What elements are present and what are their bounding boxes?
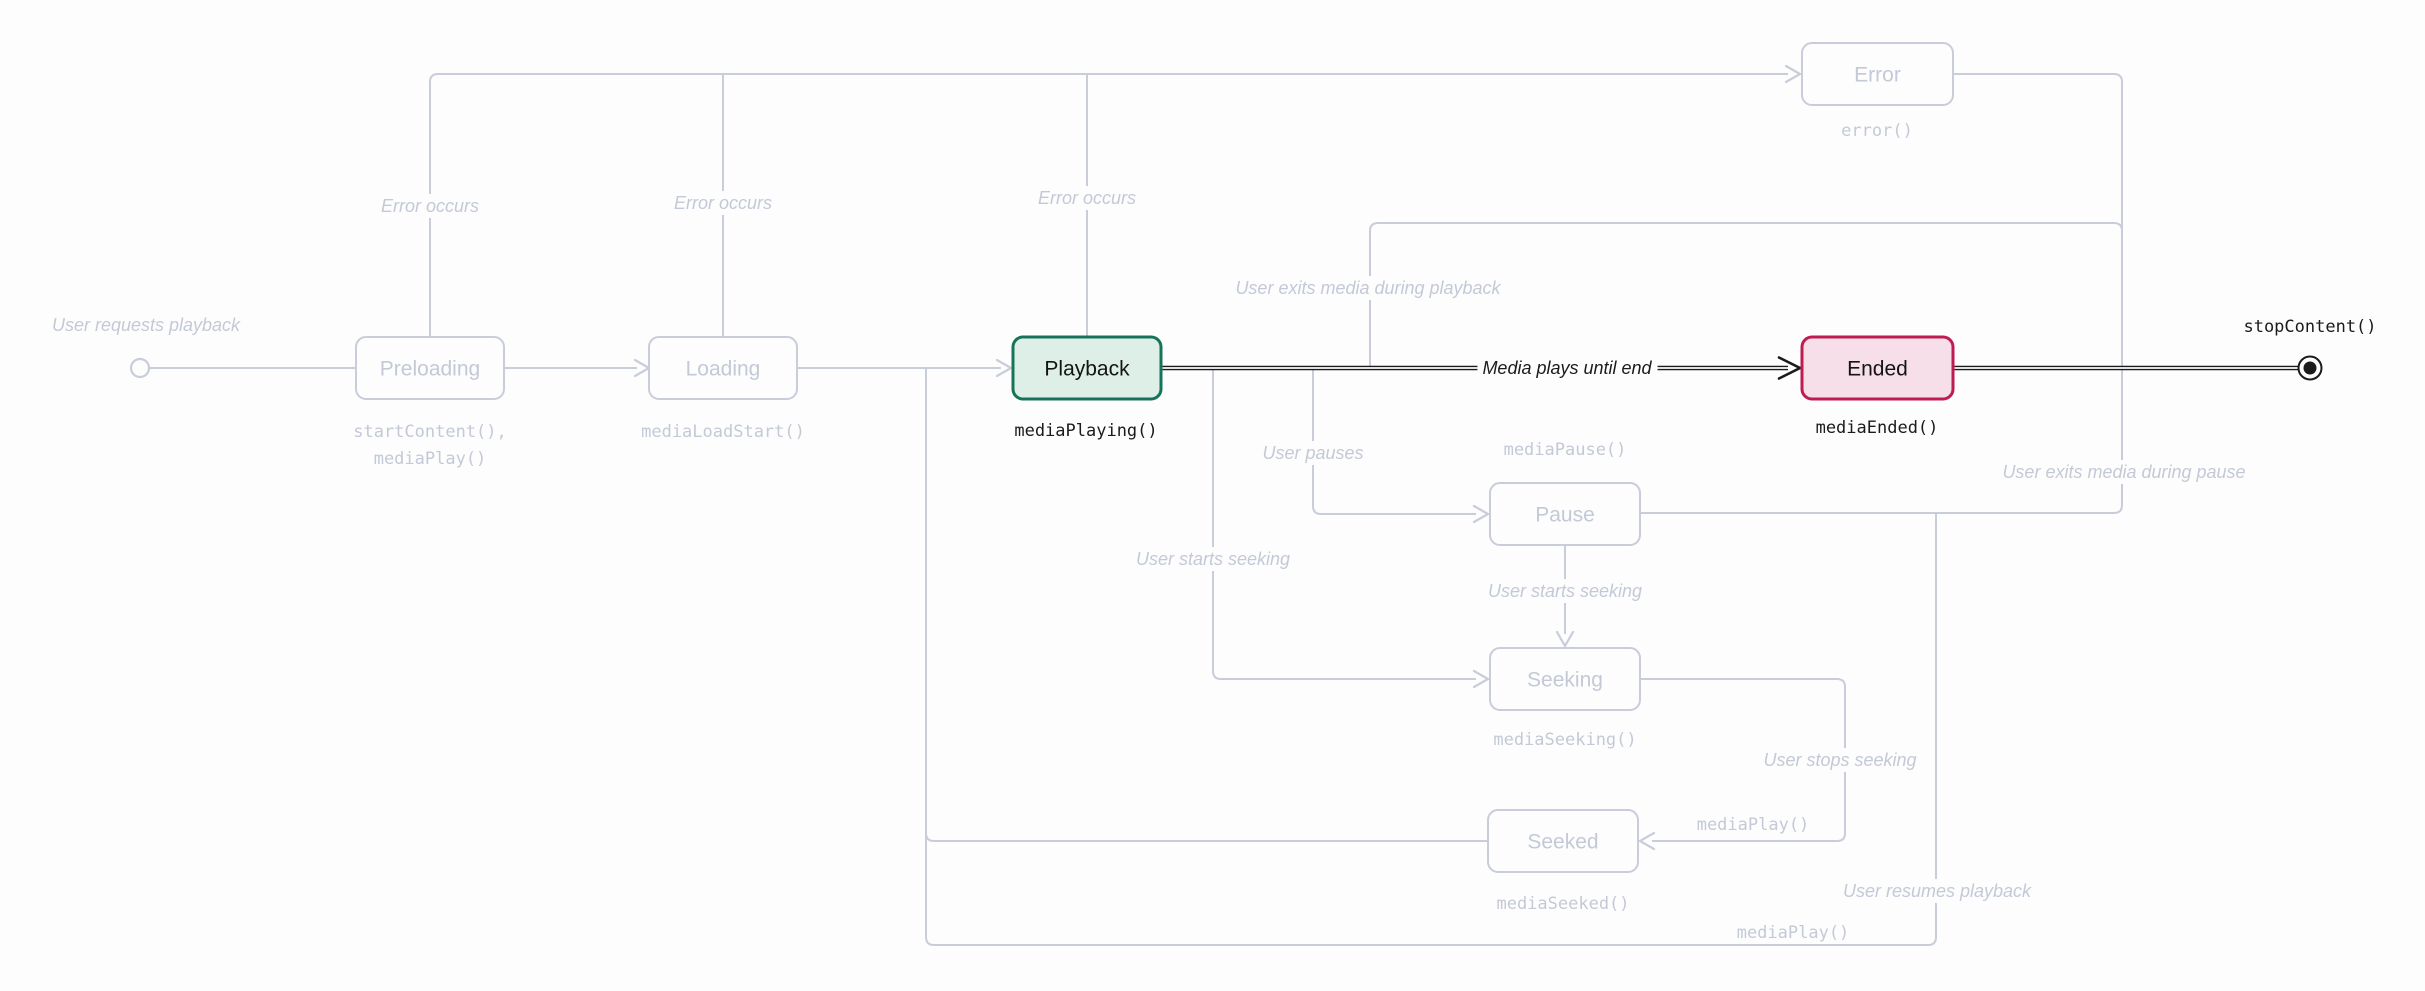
label-media-plays-until-end: Media plays until end (1482, 358, 1652, 378)
label-media-plays-until-end-bg (1477, 356, 1658, 380)
edge-pause-resume-to-playback (925, 368, 1937, 946)
state-label-pause: Pause (1535, 504, 1595, 527)
final-state-marker-dot (2303, 361, 2317, 375)
arrow-into-pause (1472, 504, 1491, 524)
label-user-requests-playback: User requests playback (52, 315, 241, 335)
state-label-playback: Playback (1044, 358, 1130, 381)
state-label-seeking: Seeking (1527, 669, 1603, 692)
label-user-starts-seeking-mid: User starts seeking (1488, 581, 1642, 601)
arrow-into-seeking-top (1555, 630, 1575, 649)
state-label-loading: Loading (686, 358, 761, 381)
arrow-into-ended (1777, 356, 1803, 380)
state-node-playback[interactable] (1011, 335, 1163, 401)
label-media-pause: mediaPause() (1504, 440, 1627, 460)
label-user-stops-seeking: User stops seeking (1763, 750, 1916, 770)
label-error-occurs-3: Error occurs (1038, 188, 1136, 208)
label-user-exits-during-playback: User exits media during playback (1235, 278, 1501, 298)
label-media-play-bottom: mediaPlay() (1737, 923, 1850, 943)
label-user-starts-seeking-left: User starts seeking (1136, 549, 1290, 569)
label-start-content: startContent(), (353, 422, 507, 442)
state-label-ended: Ended (1847, 358, 1908, 381)
arrow-into-error (1784, 64, 1803, 84)
label-error-action: error() (1841, 121, 1913, 141)
state-label-seeked: Seeked (1527, 831, 1598, 854)
label-media-ended: mediaEnded() (1816, 418, 1939, 438)
label-user-exits-during-playback-bg (1230, 276, 1507, 300)
edge-playback-to-seeking (1212, 368, 1476, 680)
arrow-into-seeked (1637, 831, 1656, 851)
arrow-into-seeking-left (1472, 669, 1491, 689)
label-user-resumes-playback: User resumes playback (1843, 881, 2032, 901)
label-user-exits-during-pause-bg (1997, 460, 2251, 484)
label-media-seeking: mediaSeeking() (1493, 730, 1636, 750)
label-error-occurs-3-bg (1032, 186, 1142, 210)
state-node-seeked[interactable] (1487, 809, 1639, 873)
label-media-play-into-seeked: mediaPlay() (1697, 815, 1810, 835)
state-node-preloading[interactable] (355, 336, 505, 400)
state-node-seeking[interactable] (1489, 647, 1641, 711)
state-node-loading[interactable] (648, 336, 798, 400)
label-user-stops-seeking-bg (1758, 748, 1922, 772)
edge-user-pauses (1312, 368, 1476, 515)
label-error-occurs-2: Error occurs (674, 193, 772, 213)
label-user-starts-seeking-mid-bg (1482, 579, 1648, 603)
edge-error-trunk (429, 73, 1788, 337)
label-media-play-preloading: mediaPlay() (374, 449, 487, 469)
label-media-load-start: mediaLoadStart() (641, 422, 805, 442)
state-node-pause[interactable] (1489, 482, 1641, 546)
label-media-playing: mediaPlaying() (1014, 421, 1157, 441)
label-user-exits-during-pause: User exits media during pause (2002, 462, 2245, 482)
label-media-play-into-seeked-bg (1691, 813, 1815, 837)
initial-state-marker (129, 357, 151, 379)
edge-exit-spine-and-pause-exit (1640, 73, 2123, 514)
label-user-starts-seeking-left-bg (1130, 547, 1296, 571)
label-stop-content: stopContent() (2243, 317, 2376, 337)
label-media-seeked: mediaSeeked() (1496, 894, 1629, 914)
state-node-error[interactable] (1801, 42, 1954, 106)
arrow-into-playback (995, 358, 1014, 378)
label-user-pauses-bg (1257, 441, 1369, 465)
state-node-ended[interactable] (1800, 335, 1955, 401)
label-user-pauses: User pauses (1262, 443, 1363, 463)
state-label-preloading: Preloading (380, 358, 480, 381)
label-user-resumes-playback-bg (1837, 879, 2038, 903)
label-error-occurs-1-bg (375, 194, 485, 218)
label-error-occurs-1: Error occurs (381, 196, 479, 216)
state-label-error: Error (1854, 64, 1901, 87)
label-error-occurs-2-bg (668, 191, 778, 215)
